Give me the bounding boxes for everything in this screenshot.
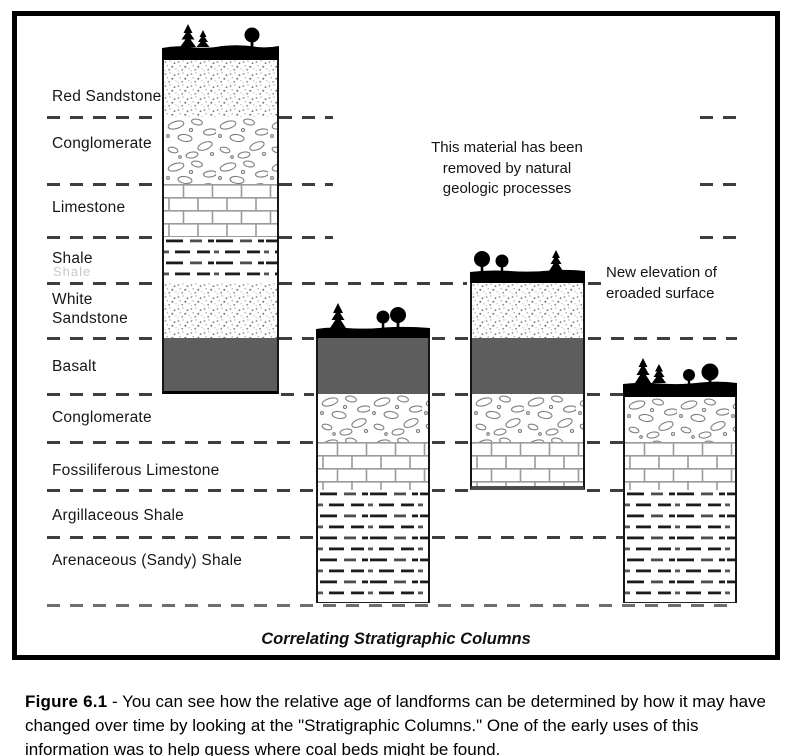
layer-boundary-dashed-line xyxy=(279,116,333,119)
soil-cap-trees-icon xyxy=(162,24,279,60)
layer-boundary-dashed-line xyxy=(47,183,163,186)
layer-boundary-dashed-line xyxy=(432,536,623,539)
layer-label-fossiliferous-limestone: Fossiliferous Limestone xyxy=(52,462,220,479)
layer-boundary-dashed-line xyxy=(587,489,623,492)
soil-cap-trees-icon xyxy=(623,358,737,397)
strat-column-2 xyxy=(316,300,430,603)
column-2-layers xyxy=(316,338,430,603)
layer-label-conglomerate-upper: Conglomerate xyxy=(52,135,152,152)
ghost-shale-print-artifact: Shale xyxy=(53,264,92,279)
layer-shale xyxy=(164,237,277,283)
soil-cap-trees-icon xyxy=(470,250,585,283)
layer-shale xyxy=(625,490,735,602)
figure-caption: Figure 6.1 - You can see how the relativ… xyxy=(25,690,773,756)
layer-boundary-dashed-line xyxy=(432,489,468,492)
layer-boundary-dashed-line xyxy=(587,393,623,396)
strat-column-3 xyxy=(470,248,585,490)
layer-basalt xyxy=(318,338,428,394)
layer-boundary-dashed-line xyxy=(279,183,333,186)
layer-boundary-dashed-line xyxy=(47,236,163,239)
layer-boundary-dashed-line xyxy=(47,489,316,492)
removed-material-annotation: This material has been removed by natura… xyxy=(431,139,583,197)
layer-fossiliferous-limestone xyxy=(318,442,428,490)
layer-boundary-dashed-line xyxy=(47,393,161,396)
layer-label-basalt: Basalt xyxy=(52,358,97,375)
diagram-caption: Correlating Stratigraphic Columns xyxy=(261,630,531,648)
layer-boundary-dashed-line xyxy=(588,282,604,285)
layer-boundary-dashed-line xyxy=(700,236,737,239)
layer-boundary-dashed-line xyxy=(279,236,333,239)
layer-conglomerate xyxy=(318,394,428,442)
layer-label-limestone: Limestone xyxy=(52,199,126,216)
layer-fossiliferous-limestone xyxy=(472,442,583,486)
soil-cap-trees-icon xyxy=(316,303,430,338)
layer-label-shale: Shale xyxy=(52,250,93,267)
layer-conglomerate xyxy=(625,397,735,442)
layer-limestone xyxy=(164,184,277,237)
layer-boundary-dashed-line xyxy=(432,441,468,444)
layer-boundary-dashed-line xyxy=(47,604,737,607)
layer-conglomerate xyxy=(164,117,277,184)
layer-boundary-dashed-line xyxy=(47,282,163,285)
layer-label-red-sandstone: Red Sandstone xyxy=(52,88,162,105)
layer-boundary-dashed-line xyxy=(47,116,163,119)
layer-boundary-dashed-line xyxy=(281,393,314,396)
layer-boundary-dashed-line xyxy=(47,536,316,539)
layer-boundary-dashed-line xyxy=(432,337,468,340)
layer-boundary-dashed-line xyxy=(700,116,737,119)
layer-basalt xyxy=(472,338,583,394)
layer-red-sandstone xyxy=(164,60,277,117)
layer-label-conglomerate-lower: Conglomerate xyxy=(52,409,152,426)
layer-shale xyxy=(318,490,428,602)
strat-column-1 xyxy=(162,22,279,394)
layer-boundary-dashed-line xyxy=(279,337,314,340)
layer-basalt xyxy=(164,338,277,391)
layer-label-white-sandstone: White Sandstone xyxy=(52,291,128,327)
strat-column-4 xyxy=(623,355,737,603)
layer-label-arenaceous-shale: Arenaceous (Sandy) Shale xyxy=(52,552,243,569)
layer-boundary-dashed-line xyxy=(700,183,737,186)
layer-fossiliferous-limestone xyxy=(625,442,735,490)
layer-conglomerate xyxy=(472,394,583,442)
column-1-layers xyxy=(162,60,279,394)
figure-caption-label: Figure 6.1 xyxy=(25,692,108,711)
column-3-layers xyxy=(470,283,585,490)
column-4-layers xyxy=(623,397,737,603)
layer-boundary-dashed-line xyxy=(47,441,316,444)
layer-white-sandstone xyxy=(164,283,277,338)
layer-boundary-dashed-line xyxy=(47,337,163,340)
layer-white-sandstone xyxy=(472,283,583,338)
layer-boundary-dashed-line xyxy=(279,282,467,285)
layer-boundary-dashed-line xyxy=(587,441,623,444)
layer-label-argillaceous-shale: Argillaceous Shale xyxy=(52,507,184,524)
new-elevation-annotation: New elevation of eroaded surface xyxy=(606,264,717,302)
layer-boundary-dashed-line xyxy=(432,393,468,396)
figure-caption-text: - You can see how the relative age of la… xyxy=(25,692,766,756)
layer-boundary-dashed-line xyxy=(588,337,737,340)
